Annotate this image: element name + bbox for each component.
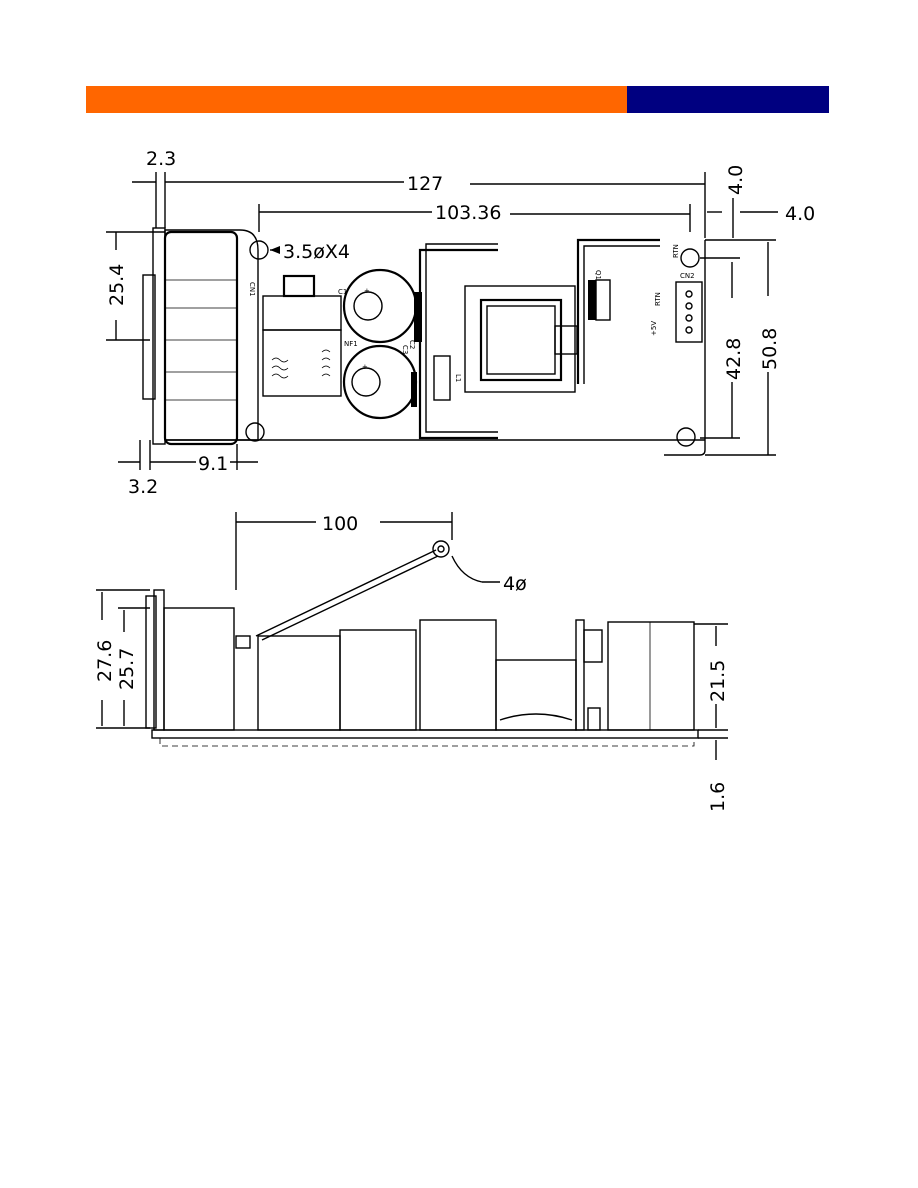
label-q1: Q1 xyxy=(594,270,602,280)
dim-9-1: 9.1 xyxy=(198,453,228,475)
dim-103-36: 103.36 xyxy=(435,202,501,224)
capacitor-c1 xyxy=(342,268,418,344)
dim-100: 100 xyxy=(322,513,358,535)
label-nf1: NF1 xyxy=(344,340,358,348)
header-bar-navy xyxy=(627,86,829,113)
mounting-hole xyxy=(245,422,265,442)
mounting-hole xyxy=(680,248,700,268)
label-c1: C1 xyxy=(338,288,347,296)
label-rtn: RTN xyxy=(672,244,680,258)
mounting-hole xyxy=(249,240,269,260)
label-rtn-2: RTN xyxy=(654,292,662,306)
label-cn1: CN1 xyxy=(248,282,256,297)
header-bar-orange xyxy=(86,86,627,113)
dim-27-6: 27.6 xyxy=(94,640,116,682)
label-5v: +5V xyxy=(650,321,658,336)
dim-25-4: 25.4 xyxy=(106,264,128,306)
dim-4-0-vertical: 4.0 xyxy=(725,165,747,195)
dim-21-5: 21.5 xyxy=(707,660,729,702)
dim-2-3: 2.3 xyxy=(146,148,176,170)
label-c2: C2 xyxy=(408,340,416,349)
dim-42-8: 42.8 xyxy=(723,338,745,380)
dim-4-dia: 4ø xyxy=(503,573,527,595)
dim-50-8: 50.8 xyxy=(759,328,781,370)
label-plus-2: + xyxy=(362,363,368,371)
label-cn2: CN2 xyxy=(680,272,695,280)
side-view: 100 4ø 27.6 25.7 xyxy=(94,512,729,812)
dim-3-5-dia-x4: 3.5øX4 xyxy=(283,241,350,263)
mounting-hole xyxy=(676,427,696,447)
label-c3: C3 xyxy=(401,345,409,354)
top-view: 2.3 127 103.36 4.0 4.0 25.4 xyxy=(106,148,815,498)
label-l1: L1 xyxy=(454,374,462,382)
dim-4-0-horizontal: 4.0 xyxy=(785,203,815,225)
dim-127: 127 xyxy=(407,173,443,195)
dim-3-2: 3.2 xyxy=(128,476,158,498)
label-plus: + xyxy=(364,287,370,295)
dim-1-6: 1.6 xyxy=(707,782,729,812)
dim-25-7: 25.7 xyxy=(116,648,138,690)
